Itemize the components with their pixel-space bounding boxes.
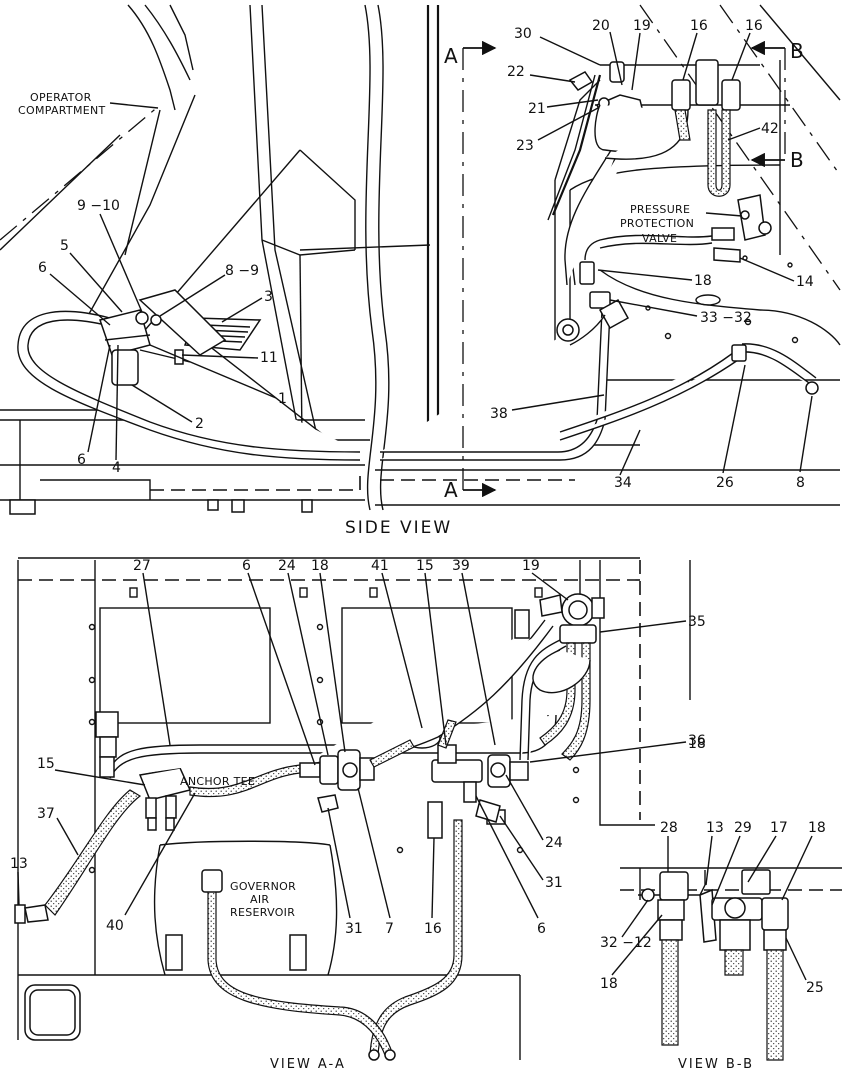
callout-32-12: 32 −12 xyxy=(600,935,652,951)
callout-18-bb-bottom: 18 xyxy=(600,976,618,992)
callout-25: 25 xyxy=(806,980,824,996)
callout-42: 42 xyxy=(761,121,779,137)
callout-7: 7 xyxy=(385,921,394,937)
view-bb-title: VIEW B-B xyxy=(678,1057,754,1072)
side-view xyxy=(0,4,841,515)
operator-caption-line2: COMPARTMENT xyxy=(18,104,106,117)
callout-18-aa: 18 xyxy=(311,558,329,574)
callout-24-aa: 24 xyxy=(278,558,296,574)
callout-19: 19 xyxy=(633,18,651,34)
side-captions: OPERATOR COMPARTMENT PRESSURE PROTECTION… xyxy=(18,91,743,538)
callout-2: 2 xyxy=(195,416,204,432)
callout-40: 40 xyxy=(106,918,124,934)
callout-13-bb: 13 xyxy=(706,820,724,836)
callout-11: 11 xyxy=(260,350,278,366)
callout-3: 3 xyxy=(264,289,273,305)
callout-6-bottom: 6 xyxy=(77,452,86,468)
callout-19-aa: 19 xyxy=(522,558,540,574)
callout-18-right-label: 18 xyxy=(688,736,706,752)
callout-14: 14 xyxy=(796,274,814,290)
callout-16a: 16 xyxy=(690,18,708,34)
callout-33-32: 33 −32 xyxy=(700,310,752,326)
callout-15-top: 15 xyxy=(416,558,434,574)
callout-39: 39 xyxy=(452,558,470,574)
callout-6-aa: 6 xyxy=(242,558,251,574)
callout-37: 37 xyxy=(37,806,55,822)
callout-21: 21 xyxy=(528,101,546,117)
governor-caption-line3: RESERVOIR xyxy=(230,906,295,919)
view-aa-callouts: 27 6 24 18 41 15 39 19 35 36 18 15 37 13… xyxy=(10,558,706,937)
view-aa: ANCHOR TEE GOVERNOR AIR RESERVOIR VIEW A… xyxy=(14,557,691,1072)
callout-16b: 16 xyxy=(745,18,763,34)
governor-caption-line1: GOVERNOR xyxy=(230,880,296,893)
callout-18-bb-top: 18 xyxy=(808,820,826,836)
callout-38: 38 xyxy=(490,406,508,422)
callout-24-aa-right: 24 xyxy=(545,835,563,851)
callout-8: 8 xyxy=(796,475,805,491)
section-b-bottom: B xyxy=(790,148,804,172)
callout-23: 23 xyxy=(516,138,534,154)
callout-31-right: 31 xyxy=(545,875,563,891)
callout-9-10: 9 −10 xyxy=(77,198,120,214)
callout-27: 27 xyxy=(133,558,151,574)
callout-36: 36 xyxy=(688,733,706,749)
callout-35: 35 xyxy=(688,614,706,630)
governor-caption-line2: AIR xyxy=(250,893,269,906)
section-lines: A A B B xyxy=(444,39,804,502)
anchor-tee-caption: ANCHOR TEE xyxy=(180,775,255,788)
view-aa-title: VIEW A-A xyxy=(270,1057,346,1072)
callout-18-side: 18 xyxy=(694,273,712,289)
pressure-caption-line2: PROTECTION xyxy=(620,217,694,230)
pressure-caption-line1: PRESSURE xyxy=(630,203,690,216)
callout-1: 1 xyxy=(278,391,287,407)
side-callouts: 30 22 20 19 16 16 21 23 42 9 −10 5 8 −9 … xyxy=(38,18,814,491)
view-bb: VIEW B-B xyxy=(620,867,842,1072)
callout-6-aa-right: 6 xyxy=(537,921,546,937)
callout-6-top: 6 xyxy=(38,260,47,276)
callout-31-left: 31 xyxy=(345,921,363,937)
view-bb-callouts: 28 13 29 17 18 32 −12 18 25 xyxy=(600,820,826,996)
callout-4: 4 xyxy=(112,460,121,476)
callout-5: 5 xyxy=(60,238,69,254)
section-a-top: A xyxy=(444,44,458,68)
callout-17: 17 xyxy=(770,820,788,836)
callout-15-left: 15 xyxy=(37,756,55,772)
callout-41: 41 xyxy=(371,558,389,574)
callout-22: 22 xyxy=(507,64,525,80)
side-view-title: SIDE VIEW xyxy=(345,518,452,538)
callout-8-9: 8 −9 xyxy=(225,263,259,279)
operator-caption-line1: OPERATOR xyxy=(30,91,92,104)
callout-34: 34 xyxy=(614,475,632,491)
callout-30: 30 xyxy=(514,26,532,42)
callout-13-aa: 13 xyxy=(10,856,28,872)
section-a-bottom: A xyxy=(444,478,458,502)
callout-28: 28 xyxy=(660,820,678,836)
callout-26: 26 xyxy=(716,475,734,491)
callout-16-aa: 16 xyxy=(424,921,442,937)
callout-20: 20 xyxy=(592,18,610,34)
pressure-caption-line3: VALVE xyxy=(642,232,677,245)
callout-29: 29 xyxy=(734,820,752,836)
section-b-top: B xyxy=(790,39,804,63)
